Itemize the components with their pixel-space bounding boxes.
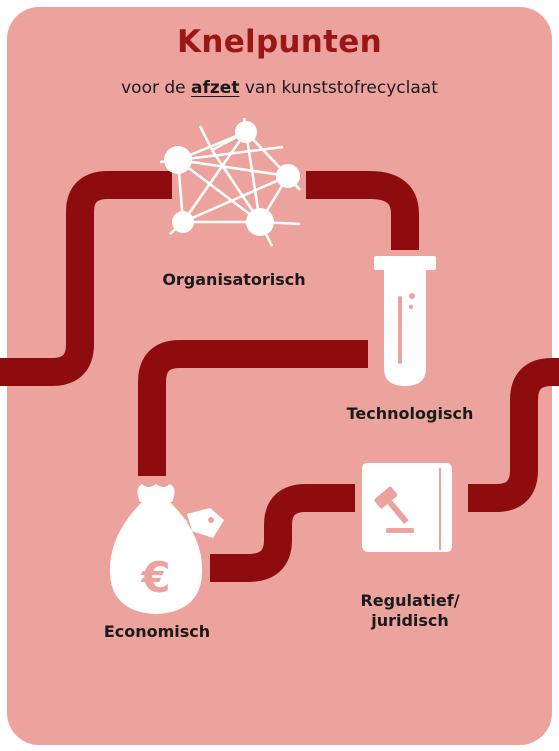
page-title: Knelpunten: [177, 24, 382, 60]
subtitle-prefix: voor de: [121, 78, 192, 98]
path-segment-to-technological: [306, 171, 419, 250]
subtitle-suffix: van kunststofrecyclaat: [239, 78, 438, 98]
path-segment-to-regulatory: [210, 484, 355, 582]
label-economic: Economisch: [103, 622, 211, 641]
test-tube-icon: [374, 256, 436, 386]
label-regulatory-line1: Regulatief/: [360, 591, 460, 610]
money-bag-euro-icon: €: [109, 484, 224, 614]
subtitle-keyword: afzet: [191, 78, 240, 98]
path-segment-end: [468, 358, 559, 512]
euro-symbol: €: [140, 553, 170, 602]
winding-path: [0, 171, 559, 582]
label-regulatory-line2: juridisch: [371, 611, 449, 630]
page-subtitle: voor de afzet van kunststofrecyclaat: [0, 78, 559, 98]
label-technological: Technologisch: [346, 404, 474, 423]
path-segment-to-economic: [138, 340, 368, 476]
infographic-card: [7, 7, 552, 745]
label-organisational: Organisatorisch: [162, 270, 306, 289]
network-icon: [159, 117, 301, 247]
label-regulatory: Regulatief/ juridisch: [330, 591, 490, 631]
path-segment-start: [0, 171, 172, 386]
law-book-gavel-icon: [362, 463, 452, 552]
